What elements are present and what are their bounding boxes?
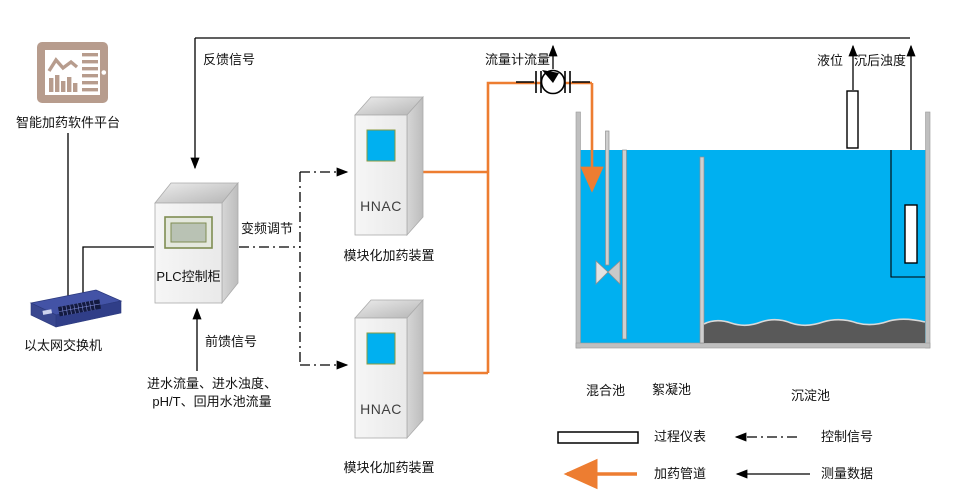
software-platform-icon	[37, 42, 108, 103]
switch-to-plc-line	[82, 246, 154, 298]
tank-water	[580, 150, 926, 343]
unit-upper-screen	[366, 129, 396, 162]
tank-wall-right	[925, 111, 931, 349]
dosing-unit-lower-box	[354, 298, 424, 440]
dosing-unit-upper-box	[354, 95, 424, 237]
plc-side-face	[221, 181, 239, 305]
tablet-bar-chart	[49, 75, 78, 92]
dosing-pipes	[423, 81, 604, 375]
tablet-screen	[45, 50, 100, 95]
port-grid	[58, 300, 101, 316]
tank-wall-left	[575, 111, 581, 349]
mixer-shaft	[605, 130, 610, 266]
switch-ports	[42, 299, 102, 317]
turbidity-sensor-bracket	[890, 150, 925, 278]
legend-symbols	[557, 431, 810, 490]
flow-meter-symbol	[516, 69, 590, 95]
line	[82, 74, 98, 78]
feedforward-inputs-line1: 进水流量、进水浊度、	[146, 376, 277, 391]
legend-dosing-pipe-label: 加药管道	[654, 466, 707, 481]
mixer-blade-right	[607, 260, 621, 285]
tank-wall-bottom	[575, 342, 931, 349]
dosing-unit-upper-name: HNAC	[360, 198, 402, 214]
line	[82, 60, 98, 64]
settled-turbidity-label: 沉后浊度	[854, 53, 907, 68]
unit-lower-side-face	[406, 298, 424, 440]
switch-label-chip	[42, 309, 53, 315]
platform-label: 智能加药软件平台	[15, 115, 120, 130]
bar	[55, 75, 60, 92]
bar	[49, 78, 54, 92]
tablet-line-chart	[47, 57, 79, 72]
bar	[67, 77, 72, 92]
turbidity-sensor	[904, 204, 918, 264]
unit-lower-screen	[366, 332, 396, 365]
legend-instrument-symbol	[557, 431, 639, 444]
mixing-pool-label: 混合池	[586, 383, 626, 398]
bar	[61, 81, 66, 92]
treatment-tank	[575, 111, 931, 349]
sludge-top-edge	[703, 318, 926, 327]
control-signal-lines	[239, 167, 349, 370]
line	[82, 81, 98, 85]
unit-upper-side-face	[406, 95, 424, 237]
liquid-level-label: 液位	[817, 53, 844, 68]
dosing-unit-lower-name: HNAC	[360, 401, 402, 417]
tablet-text-lines	[82, 53, 98, 92]
sedimentation-pool-label: 沉淀池	[791, 388, 831, 403]
vfd-adjust-label: 变频调节	[241, 221, 294, 236]
plc-screen	[170, 222, 207, 243]
flocculation-pool-label: 絮凝池	[652, 382, 692, 397]
line	[82, 53, 98, 57]
baffle-1	[622, 149, 627, 340]
sensors	[846, 90, 925, 278]
feedforward-inputs-line2: pH/T、回用水池流量	[152, 394, 272, 409]
network-lines	[67, 133, 154, 298]
legend-measurement-label: 测量数据	[821, 466, 874, 481]
feedback-signal-label: 反馈信号	[203, 52, 256, 67]
dosing-unit-upper-label: 模块化加药装置	[343, 248, 435, 263]
baffle-2	[699, 156, 705, 344]
dosing-unit-lower-label: 模块化加药装置	[343, 460, 435, 475]
legend-control-signal-label: 控制信号	[821, 429, 874, 444]
switch-label: 以太网交换机	[23, 338, 102, 353]
line	[82, 67, 98, 71]
ethernet-switch-icon	[29, 289, 123, 328]
plc-cabinet-box	[154, 181, 239, 305]
feedforward-signal-label: 前馈信号	[205, 334, 258, 349]
plc-label: PLC控制柜	[156, 269, 221, 284]
flow-meter-pointer	[542, 70, 559, 83]
bar	[73, 83, 78, 92]
legend-instrument-label: 过程仪表	[654, 429, 707, 444]
tablet-button	[101, 70, 107, 75]
level-sensor	[846, 90, 859, 149]
line	[82, 88, 98, 92]
mixer-blade-left	[595, 260, 609, 285]
flowmeter-flow-label: 流量计流量	[485, 52, 551, 67]
